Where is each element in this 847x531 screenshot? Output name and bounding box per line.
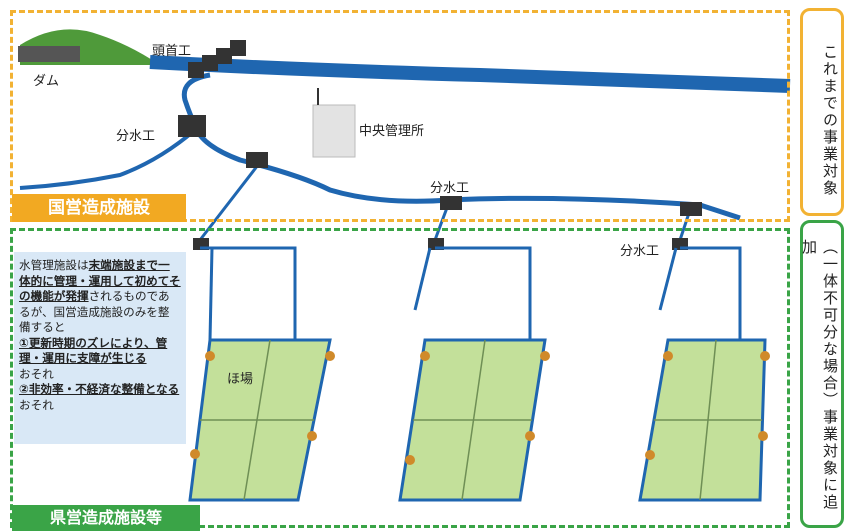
note-emphasis-2: ①更新時期のズレにより、管理・運用に支障が生じる: [19, 335, 168, 366]
national-frame: [10, 10, 790, 222]
note-text-3: おそれ: [19, 366, 54, 381]
field-block-1: [188, 246, 335, 502]
prefectural-frame: [10, 228, 790, 528]
field-block-2: [398, 246, 550, 502]
central-office-label: 中央管理所: [359, 124, 425, 139]
left-waterway: [19, 128, 197, 190]
diversion-label-3: 分水工: [620, 244, 660, 259]
feeder-1: [198, 164, 260, 241]
note-text-2: されるものであるが、国営造成施設のみを整備すると: [19, 289, 170, 334]
diversion-gate-2: [246, 152, 268, 168]
main-waterway: [181, 72, 741, 221]
dam-structure: [18, 46, 80, 62]
feeder-2: [433, 204, 450, 241]
added-target-box: （一体不可分な場合）事業対象に追加: [800, 220, 844, 528]
national-facility-label: 国営造成施設: [12, 194, 186, 222]
headworks-gates: [188, 40, 246, 78]
note-text-4: おそれ: [19, 397, 54, 412]
diversion-gate-1: [178, 115, 206, 137]
main-canal: [149, 55, 791, 93]
diversion-label-2: 分水工: [430, 181, 470, 196]
central-office-building: [312, 104, 356, 158]
diversion-label-1: 分水工: [116, 129, 156, 144]
diversion-gate-3: [440, 196, 462, 210]
note-text-1: 水管理施設は: [19, 258, 89, 272]
note-emphasis-1: 末端施設まで一体的に管理・運用して初めてその機能が発揮: [19, 258, 181, 303]
note-emphasis-3: ②非効率・不経済な整備となる: [19, 382, 180, 396]
dam-label: ダム: [33, 74, 60, 89]
field-block-3: [638, 246, 770, 502]
explanation-note: 水管理施設は末端施設まで一体的に管理・運用して初めてその機能が発揮されるものであ…: [14, 252, 186, 444]
headworks-label: 頭首工: [152, 44, 192, 59]
field-label: ほ場: [227, 372, 254, 387]
diversion-gate-4: [680, 202, 702, 216]
prefectural-facility-label: 県営造成施設等: [12, 505, 200, 531]
existing-target-box: これまでの事業対象: [800, 8, 844, 216]
